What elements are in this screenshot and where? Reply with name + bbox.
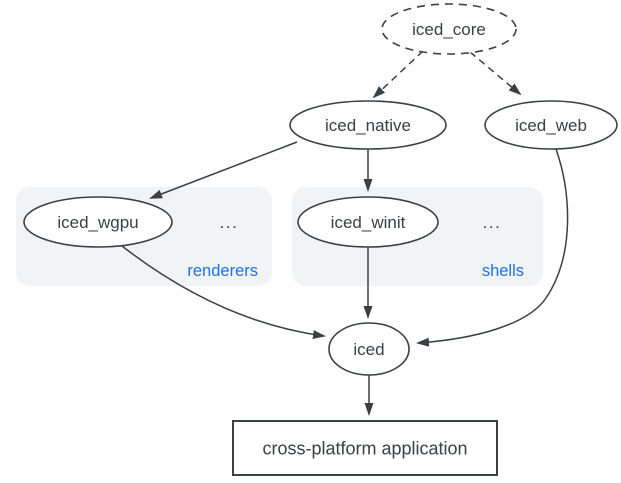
node-iced-native xyxy=(289,100,447,150)
node-iced-native-label: iced_native xyxy=(325,116,411,135)
node-iced-web-label: iced_web xyxy=(515,116,587,135)
node-iced-core-label: iced_core xyxy=(412,20,486,39)
node-iced-winit xyxy=(297,196,439,248)
node-iced-winit-label: iced_winit xyxy=(331,213,406,232)
edge-core-to-web xyxy=(469,51,522,96)
node-iced-web xyxy=(484,100,618,150)
node-iced-wgpu xyxy=(23,196,173,248)
edge-core-to-native xyxy=(372,50,424,99)
shells-ellipsis: ... xyxy=(483,213,502,232)
edge-wgpu-to-iced xyxy=(121,245,326,339)
node-cross-platform-application xyxy=(232,420,498,476)
renderers-ellipsis: ... xyxy=(220,213,239,232)
node-cross-platform-application-label: cross-platform application xyxy=(262,438,467,458)
node-iced-label: iced xyxy=(353,340,384,359)
node-iced-wgpu-label: iced_wgpu xyxy=(57,213,138,232)
edge-web-to-iced xyxy=(416,148,569,347)
node-iced-core xyxy=(381,3,517,55)
edge-native-to-wgpu xyxy=(149,141,298,199)
shells-group-label: shells xyxy=(482,262,524,280)
node-iced xyxy=(328,322,410,376)
renderers-group-label: renderers xyxy=(187,262,258,280)
